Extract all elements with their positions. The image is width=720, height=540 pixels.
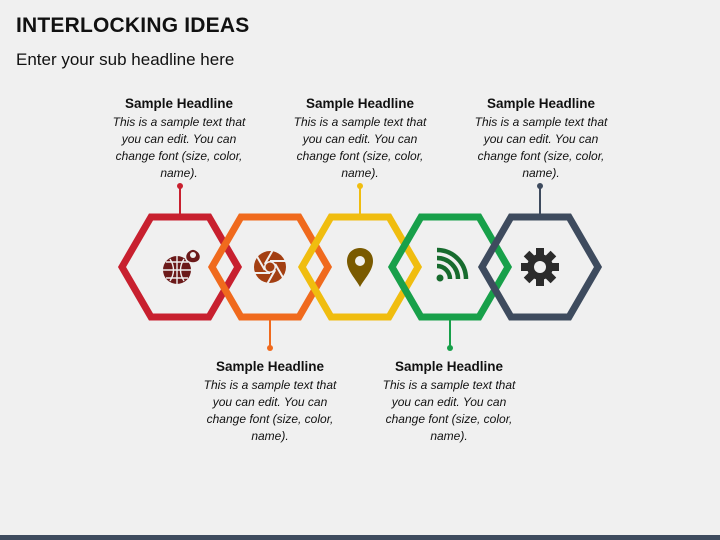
body-text-4: This is a sample text that you can edit.… [382,378,516,443]
headline-1: Sample Headline [124,96,234,111]
text-block-1: Sample Headline This is a sample text th… [104,96,254,182]
headline-3: Sample Headline [305,96,415,111]
body-text-3: This is a sample text that you can edit.… [293,115,427,180]
connector-4 [447,317,453,351]
page-title: INTERLOCKING IDEAS [16,14,250,37]
text-block-5: Sample Headline This is a sample text th… [466,96,616,182]
gear-icon [521,248,559,286]
rss-feed-icon [436,247,469,282]
headline-4: Sample Headline [394,359,504,374]
headline-2: Sample Headline [215,359,325,374]
connector-5 [537,183,543,217]
text-block-3: Sample Headline This is a sample text th… [285,96,435,182]
hexagon-4 [387,213,513,321]
map-pin-icon [347,248,373,287]
hexagon-5 [477,213,603,321]
body-text-1: This is a sample text that you can edit.… [112,115,246,180]
hexagon-2 [207,213,333,321]
body-text-5: This is a sample text that you can edit.… [474,115,608,180]
hexagon-1 [117,213,243,321]
connector-2 [267,317,273,351]
camera-aperture-icon [254,249,286,285]
text-block-2: Sample Headline This is a sample text th… [195,359,345,445]
connector-1 [177,183,183,217]
footer-bar [0,535,720,540]
body-text-2: This is a sample text that you can edit.… [203,378,337,443]
hexagon-3 [297,213,423,321]
globe-pin-icon [163,248,202,284]
page-subtitle: Enter your sub headline here [16,50,235,69]
headline-5: Sample Headline [486,96,596,111]
connector-3 [357,183,363,217]
text-block-4: Sample Headline This is a sample text th… [374,359,524,445]
